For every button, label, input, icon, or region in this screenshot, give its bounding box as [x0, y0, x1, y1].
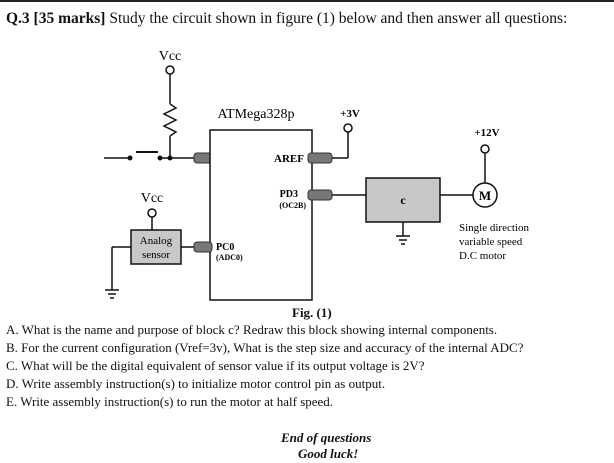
vcc-left-label: Vcc — [141, 191, 164, 206]
end-of-questions: End of questions — [281, 430, 372, 445]
block-c-label: c — [400, 193, 406, 207]
adc0-label: (ADC0) — [216, 253, 243, 262]
vcc-top-label: Vcc — [159, 49, 182, 64]
question-b: B. For the current configuration (Vref=3… — [6, 340, 524, 355]
mcu-name: ATMega328p — [218, 107, 295, 122]
motor-desc-line-3: D.C motor — [459, 250, 506, 262]
pd3-label: PD3 — [280, 189, 298, 200]
sensor-label-line-2: sensor — [142, 249, 170, 261]
aref-label: AREF — [274, 153, 304, 165]
plus3v-label: +3V — [340, 108, 360, 120]
question-c: C. What will be the digital equivalent o… — [6, 358, 425, 373]
question-d: D. Write assembly instruction(s) to init… — [6, 376, 386, 391]
top-rule — [0, 0, 614, 2]
analog-sensor-block — [130, 229, 182, 265]
question-e: E. Write assembly instruction(s) to run … — [6, 394, 334, 409]
plus12v-terminal — [480, 144, 490, 154]
question-intro: Study the circuit shown in figure (1) be… — [109, 10, 568, 27]
good-luck: Good luck! — [298, 446, 359, 461]
question-heading: Q.3 [35 marks] Study the circuit shown i… — [6, 10, 567, 28]
plus3v-terminal — [343, 123, 353, 133]
ground-symbol-sensor — [105, 289, 119, 299]
sensor-label-line-1: Analog — [140, 235, 173, 247]
switch-contact — [127, 155, 133, 161]
figure-caption: Fig. (1) — [292, 305, 332, 320]
pc0-label: PC0 — [216, 242, 234, 253]
vcc-left-terminal — [147, 208, 157, 218]
motor-label: M — [479, 188, 491, 203]
plus12v-label: +12V — [474, 127, 499, 139]
ground-symbol-c — [396, 235, 410, 245]
motor-desc-line-2: variable speed — [459, 236, 523, 248]
junction-dot — [167, 155, 173, 161]
mcu-body — [209, 129, 313, 301]
pc0-pin — [193, 241, 213, 253]
pullup-resistor — [162, 103, 178, 137]
pd3-pin — [307, 189, 333, 201]
oc2b-label: (OC2B) — [279, 201, 306, 210]
block-c — [365, 177, 441, 223]
question-a: A. What is the name and purpose of block… — [6, 322, 498, 337]
vcc-top-terminal — [165, 65, 175, 75]
aref-pin — [307, 152, 333, 164]
question-number: Q.3 [35 marks] — [6, 10, 106, 27]
motor-desc-line-1: Single direction — [459, 222, 529, 234]
